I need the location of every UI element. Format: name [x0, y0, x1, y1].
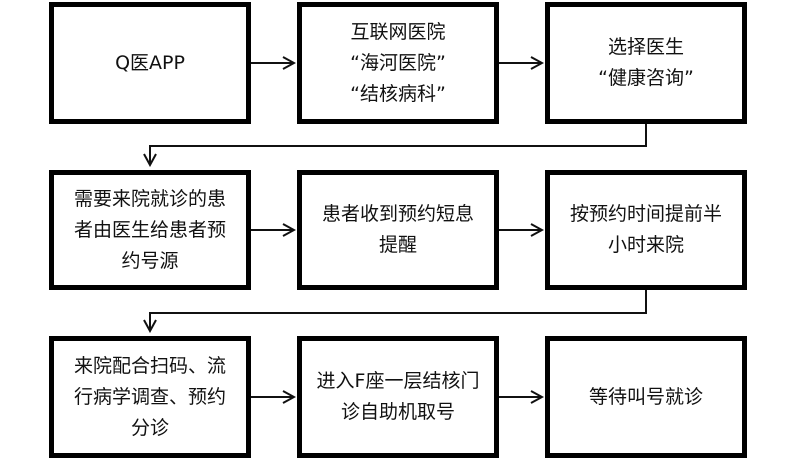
step-line: “健康咨询” — [598, 67, 694, 89]
step-choose-doctor: 选择医生 “健康咨询” — [545, 2, 747, 124]
arrow-arrive-early-to-scan-triage — [150, 290, 647, 331]
step-line: 需要来院就诊的患 — [73, 187, 226, 210]
step-sms-reminder: 患者收到预约短息 提醒 — [297, 170, 499, 290]
step-line: “海河医院” — [350, 51, 446, 74]
step-line: 来院配合扫码、流 — [73, 354, 226, 377]
step-line: 约号源 — [121, 249, 179, 272]
step-line: 者由医生给患者预 — [73, 218, 226, 241]
step-line: 小时来院 — [607, 234, 684, 256]
step-line: “结核病科” — [350, 82, 446, 105]
step-line: 等待叫号就诊 — [588, 385, 703, 408]
step-kiosk-ticket: 进入F座一层结核门 诊自助机取号 — [297, 336, 499, 458]
step-line: 分诊 — [130, 416, 169, 439]
step-q-app: Q医APP — [49, 2, 251, 124]
step-line: 按预约时间提前半 — [569, 203, 722, 225]
step-doctor-books: 需要来院就诊的患 者由医生给患者预 约号源 — [49, 170, 251, 290]
step-internet-hospital: 互联网医院 “海河医院” “结核病科” — [297, 2, 499, 124]
step-line: 诊自助机取号 — [340, 401, 455, 423]
step-line: 患者收到预约短息 — [321, 203, 474, 225]
step-line: Q医APP — [115, 51, 185, 74]
step-line: 选择医生 — [607, 36, 684, 58]
step-scan-triage: 来院配合扫码、流 行病学调查、预约 分诊 — [49, 336, 251, 458]
step-arrive-early: 按预约时间提前半 小时来院 — [545, 170, 747, 290]
step-line: 进入F座一层结核门 — [316, 370, 480, 392]
arrow-choose-doctor-to-doctor-books — [150, 124, 647, 165]
step-line: 互联网医院 — [350, 20, 446, 43]
step-line: 提醒 — [378, 234, 417, 256]
step-line: 行病学调查、预约 — [73, 385, 226, 408]
step-wait-call: 等待叫号就诊 — [545, 336, 747, 458]
